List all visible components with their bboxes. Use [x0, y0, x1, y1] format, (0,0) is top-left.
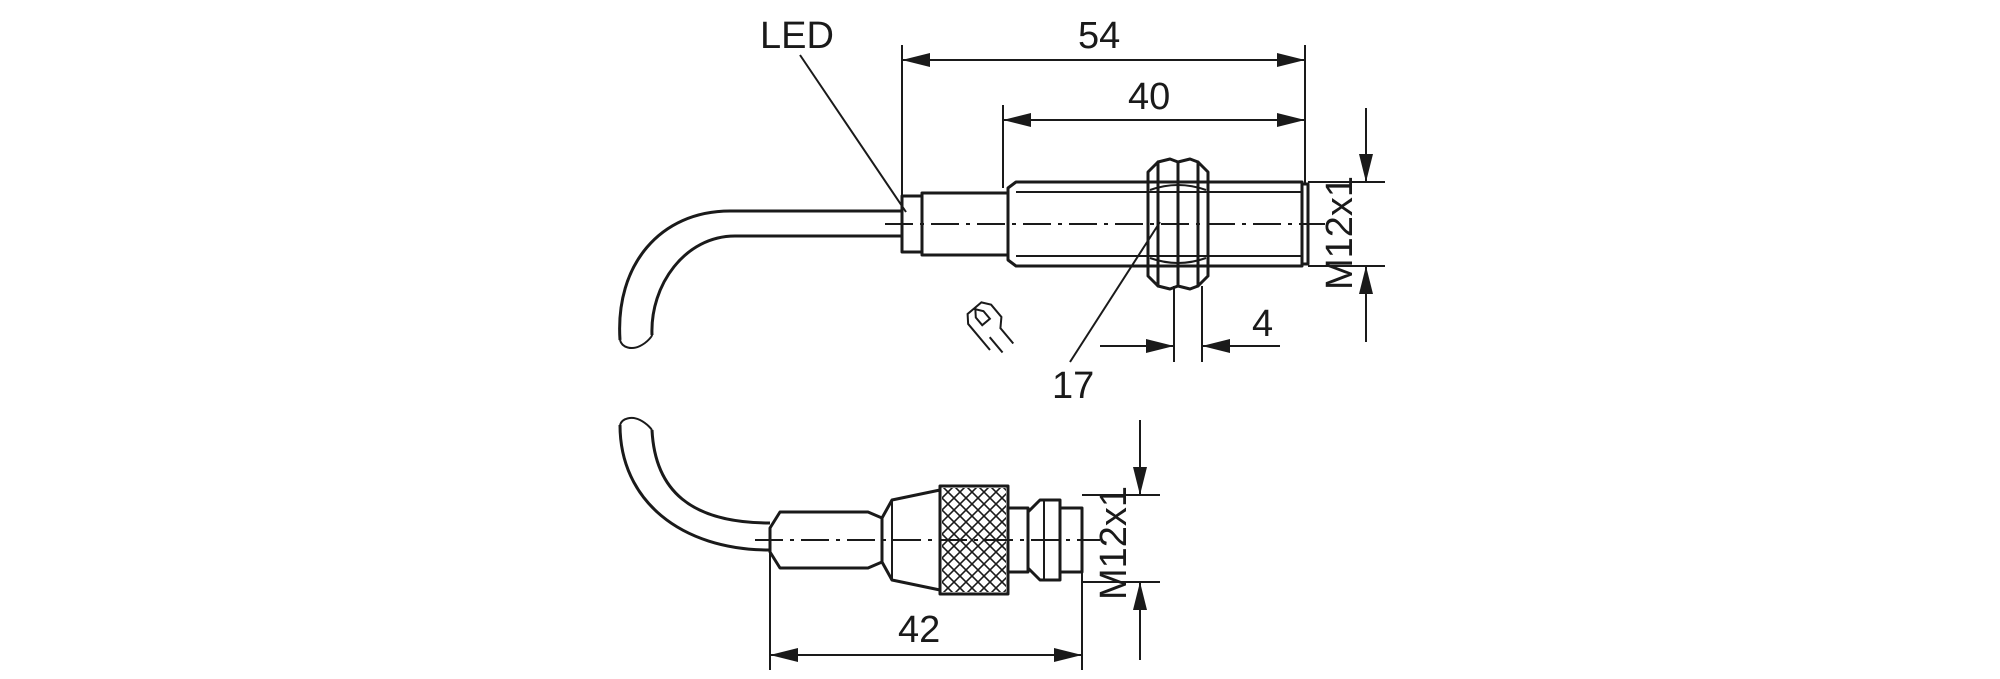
dim-54-arrow-left — [902, 53, 930, 67]
dim-m12-label-connector: M12x1 — [1093, 486, 1135, 600]
dim-4-arrow-left — [1146, 339, 1174, 353]
lock-nut-arcs — [1149, 184, 1207, 264]
dim-40-arrow-right — [1277, 113, 1305, 127]
sensor-cable-inner — [650, 234, 902, 336]
led-label: LED — [760, 15, 834, 57]
dim-4-arrow-right — [1202, 339, 1230, 353]
connector-cable-inner — [650, 429, 771, 525]
sensor-cable-end — [619, 334, 653, 349]
dim-m12c-arrow-bottom — [1133, 582, 1147, 610]
dim-40-arrow-left — [1003, 113, 1031, 127]
dim-42-arrow-right — [1054, 648, 1082, 662]
lock-nut-2-outline — [1196, 160, 1210, 288]
wrench-leader — [1069, 221, 1161, 363]
dim-17-label: 17 — [1052, 365, 1094, 407]
dim-m12-label-sensor: M12x1 — [1319, 176, 1361, 290]
dim-m12c-arrow-top — [1133, 467, 1147, 495]
dim-54-arrow-right — [1277, 53, 1305, 67]
dim-42-arrow-left — [770, 648, 798, 662]
dim-40-label: 40 — [1128, 76, 1170, 118]
dim-m12-arrow-top — [1359, 154, 1373, 182]
wrench-icon — [966, 301, 1015, 354]
dim-4-label: 4 — [1252, 303, 1273, 345]
connector-drawing: M12x1 42 — [618, 416, 1160, 670]
connector-cable-end — [619, 416, 653, 431]
dim-m12-arrow-bottom — [1359, 266, 1373, 294]
dim-54-label: 54 — [1078, 15, 1120, 57]
sensor-drawing: LED 54 40 M12x1 4 17 — [618, 15, 1385, 407]
sensor-cable — [618, 209, 902, 341]
connector-cable — [618, 424, 771, 552]
led-leader — [799, 54, 907, 213]
dim-42-label: 42 — [898, 609, 940, 651]
